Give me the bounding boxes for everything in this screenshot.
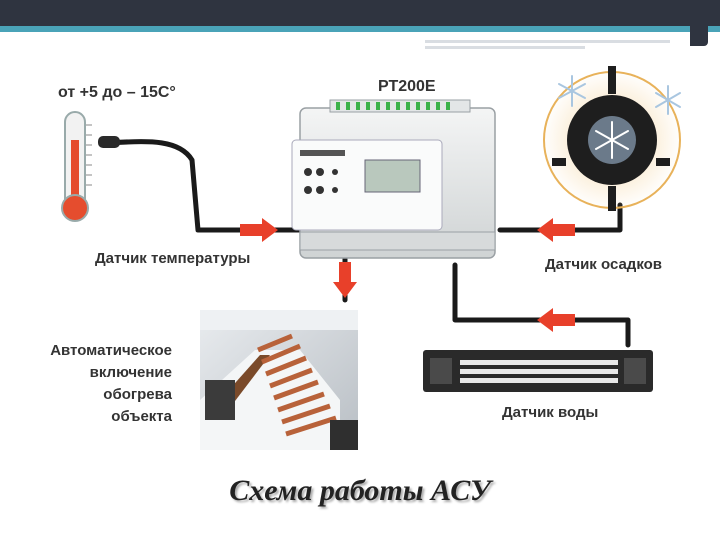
precipitation-sensor-label: Датчик осадков: [545, 256, 663, 273]
water-sensor: [423, 350, 653, 392]
signal-arrows: [240, 218, 575, 332]
header-bar: [0, 0, 720, 26]
decor-rule: [425, 40, 670, 43]
arrow-precip: [537, 218, 575, 242]
temperature-sensor-label: Датчик температуры: [95, 250, 251, 267]
device-display: [364, 159, 421, 193]
device-model-label: РТ200Е: [378, 78, 436, 95]
snowflake-icon: [558, 75, 681, 115]
thermometer-icon: [61, 111, 92, 222]
header-accent-stripe: [0, 26, 720, 32]
auto-heating-line: обогрева: [103, 386, 172, 403]
temperature-range-label: от +5 до – 15С°: [58, 84, 176, 101]
controller-device: [291, 99, 496, 259]
header-tab: [690, 0, 708, 46]
decor-rule: [425, 46, 585, 49]
temperature-probe: [98, 136, 120, 148]
arrow-temp: [240, 218, 278, 242]
auto-heating-line: объекта: [111, 408, 172, 425]
roof-heating-photo: [200, 310, 358, 450]
auto-heating-line: включение: [89, 364, 172, 381]
slide-caption: Схема работы АСУ: [229, 474, 491, 507]
precipitation-sensor: [542, 66, 682, 211]
auto-heating-line: Автоматическое: [50, 342, 172, 359]
auto-heating-label: Автоматическое включение обогрева объект…: [15, 340, 172, 428]
water-sensor-cable: [452, 262, 631, 348]
arrow-down: [333, 262, 357, 298]
temp-sensor-cable: [107, 139, 303, 233]
water-sensor-label: Датчик воды: [502, 404, 599, 421]
arrow-water: [537, 308, 575, 332]
snowflake-icon: [595, 121, 629, 159]
